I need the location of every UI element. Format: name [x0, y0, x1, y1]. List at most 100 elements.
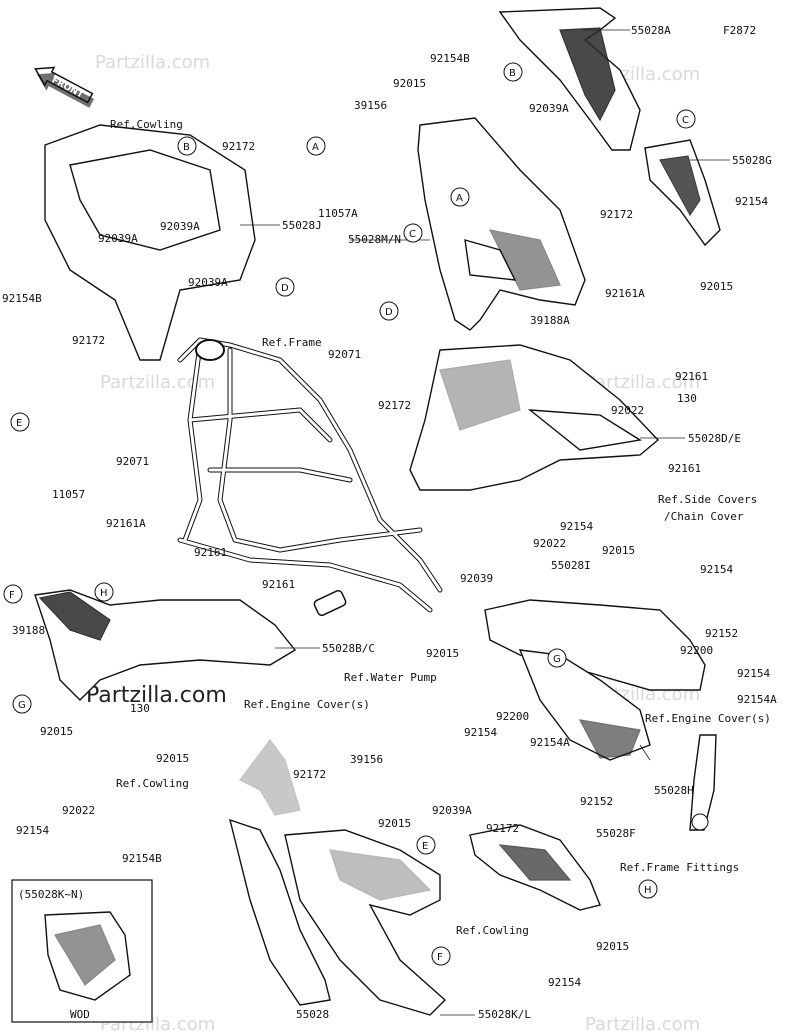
callout-H2: H — [638, 879, 658, 899]
svg-text:92172: 92172 — [600, 208, 633, 221]
figure-code: F2872 — [723, 24, 756, 37]
svg-text:92022: 92022 — [533, 537, 566, 550]
part-55028F — [469, 824, 601, 911]
svg-text:B: B — [183, 142, 190, 153]
svg-text:Ref.Cowling: Ref.Cowling — [456, 924, 529, 937]
callout-B: B — [177, 136, 197, 156]
svg-text:92154: 92154 — [560, 520, 593, 533]
watermark-main: Partzilla.com — [86, 683, 227, 708]
svg-text:92015: 92015 — [426, 647, 459, 660]
svg-text:55028A: 55028A — [631, 24, 671, 37]
part-55028M-N — [417, 117, 586, 331]
callout-F: F — [3, 584, 23, 604]
svg-text:39188: 39188 — [12, 624, 45, 637]
svg-text:92022: 92022 — [62, 804, 95, 817]
svg-text:C: C — [682, 115, 689, 126]
part-55028B-C — [34, 589, 297, 701]
svg-text:Ref.Frame: Ref.Frame — [262, 336, 322, 349]
svg-text:92161: 92161 — [262, 578, 295, 591]
svg-text:92071: 92071 — [328, 348, 361, 361]
frame — [177, 337, 443, 617]
svg-text:92039: 92039 — [460, 572, 493, 585]
svg-text:92039A: 92039A — [432, 804, 472, 817]
svg-text:55028J: 55028J — [282, 219, 322, 232]
svg-text:55028G: 55028G — [732, 154, 772, 167]
svg-text:55028B/C: 55028B/C — [322, 642, 375, 655]
callout-H: H — [94, 582, 114, 602]
svg-text:G: G — [553, 654, 561, 665]
svg-text:D: D — [385, 307, 393, 318]
svg-text:Ref.Engine Cover(s): Ref.Engine Cover(s) — [244, 698, 370, 711]
svg-text:F: F — [437, 952, 443, 963]
svg-text:92200: 92200 — [680, 644, 713, 657]
svg-text:E: E — [422, 841, 428, 852]
svg-text:92039A: 92039A — [98, 232, 138, 245]
svg-text:130: 130 — [677, 392, 697, 405]
callout-B2: B — [503, 62, 523, 82]
svg-text:F: F — [9, 590, 15, 601]
svg-text:92154B: 92154B — [122, 852, 162, 865]
callout-G: G — [547, 648, 567, 668]
svg-text:92015: 92015 — [40, 725, 73, 738]
svg-text:92172: 92172 — [222, 140, 255, 153]
svg-text:Partzilla.com: Partzilla.com — [100, 372, 215, 393]
inset-box: (55028K~N) WOD — [11, 879, 153, 1023]
svg-text:55028: 55028 — [296, 1008, 329, 1021]
inset-sub: WOD — [70, 1008, 90, 1021]
svg-text:92154: 92154 — [735, 195, 768, 208]
callout-C: C — [676, 109, 696, 129]
svg-text:Partzilla.com: Partzilla.com — [585, 372, 700, 393]
svg-text:92161: 92161 — [675, 370, 708, 383]
svg-text:92039A: 92039A — [188, 276, 228, 289]
svg-text:92022: 92022 — [611, 404, 644, 417]
svg-text:11057A: 11057A — [318, 207, 358, 220]
svg-text:92161: 92161 — [194, 546, 227, 559]
svg-text:A: A — [312, 142, 319, 153]
callout-E: E — [10, 412, 30, 432]
svg-text:92152: 92152 — [705, 627, 738, 640]
svg-text:11057: 11057 — [52, 488, 85, 501]
callout-G2: G — [12, 694, 32, 714]
svg-text:92154: 92154 — [464, 726, 497, 739]
front-arrow-icon: FRONT — [34, 66, 95, 108]
svg-text:92154A: 92154A — [530, 736, 570, 749]
svg-text:92015: 92015 — [378, 817, 411, 830]
part-55028G — [644, 139, 721, 247]
svg-text:92172: 92172 — [378, 399, 411, 412]
svg-text:A: A — [456, 193, 463, 204]
svg-text:92161A: 92161A — [106, 517, 146, 530]
svg-text:92172: 92172 — [72, 334, 105, 347]
callout-D2: D — [379, 301, 399, 321]
svg-text:39188A: 39188A — [530, 314, 570, 327]
inset-label: (55028K~N) — [18, 888, 84, 901]
callout-A2: A — [450, 187, 470, 207]
svg-text:Ref.Side Covers: Ref.Side Covers — [658, 493, 757, 506]
svg-text:Ref.Cowling: Ref.Cowling — [116, 777, 189, 790]
svg-text:H: H — [100, 588, 108, 599]
svg-text:55028H: 55028H — [654, 784, 694, 797]
svg-text:Ref.Engine Cover(s): Ref.Engine Cover(s) — [645, 712, 771, 725]
svg-text:B: B — [509, 68, 516, 79]
part-55028D-E — [409, 344, 660, 491]
part-55028 — [229, 739, 331, 1006]
svg-text:92154A: 92154A — [737, 693, 777, 706]
svg-text:39156: 39156 — [350, 753, 383, 766]
callout-C2: C — [403, 223, 423, 243]
svg-text:92039A: 92039A — [160, 220, 200, 233]
svg-text:92200: 92200 — [496, 710, 529, 723]
svg-text:92161: 92161 — [668, 462, 701, 475]
svg-text:Ref.Water Pump: Ref.Water Pump — [344, 671, 437, 684]
part-labels: 55028A 92154B 92015 39156 92039A 55028G … — [2, 24, 777, 1021]
svg-text:92154: 92154 — [700, 563, 733, 576]
svg-text:Partzilla.com: Partzilla.com — [95, 52, 210, 73]
part-55028H — [518, 649, 651, 761]
svg-text:G: G — [18, 700, 26, 711]
svg-text:E: E — [16, 418, 22, 429]
svg-text:92015: 92015 — [596, 940, 629, 953]
svg-text:D: D — [281, 283, 289, 294]
svg-text:55028F: 55028F — [596, 827, 636, 840]
part-55028J — [44, 124, 256, 361]
svg-text:92015: 92015 — [393, 77, 426, 90]
